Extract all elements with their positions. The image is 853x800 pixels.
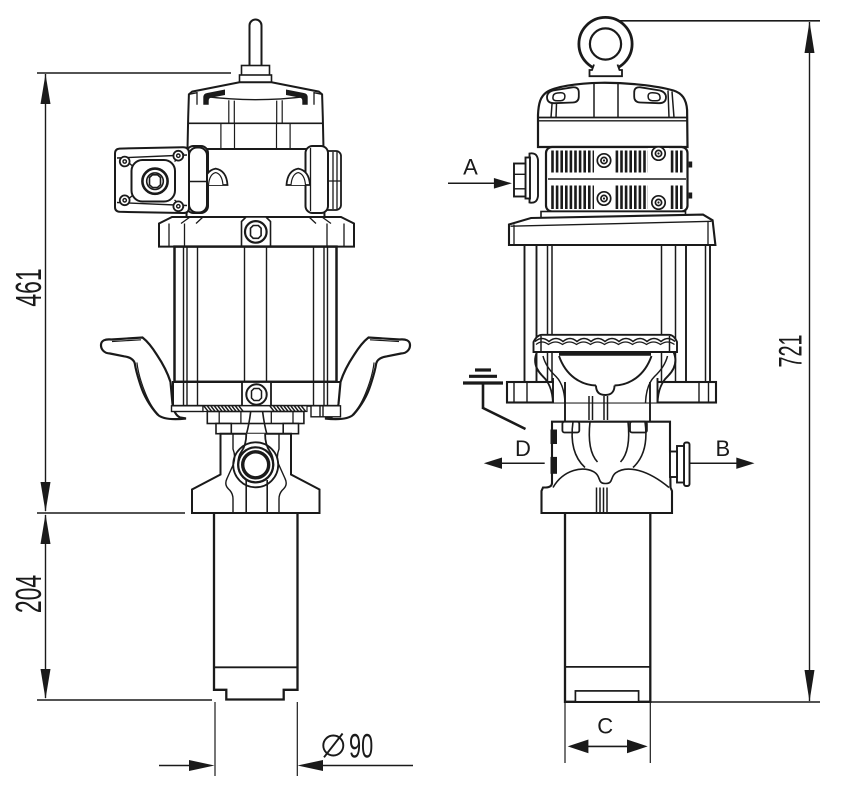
svg-text:721: 721 bbox=[773, 334, 809, 367]
svg-text:D: D bbox=[515, 436, 531, 461]
svg-text:B: B bbox=[715, 436, 730, 461]
svg-text:461: 461 bbox=[9, 268, 50, 306]
svg-text:A: A bbox=[463, 155, 478, 180]
svg-text:204: 204 bbox=[9, 575, 50, 613]
svg-text:C: C bbox=[597, 714, 613, 739]
svg-text:90: 90 bbox=[349, 728, 373, 766]
